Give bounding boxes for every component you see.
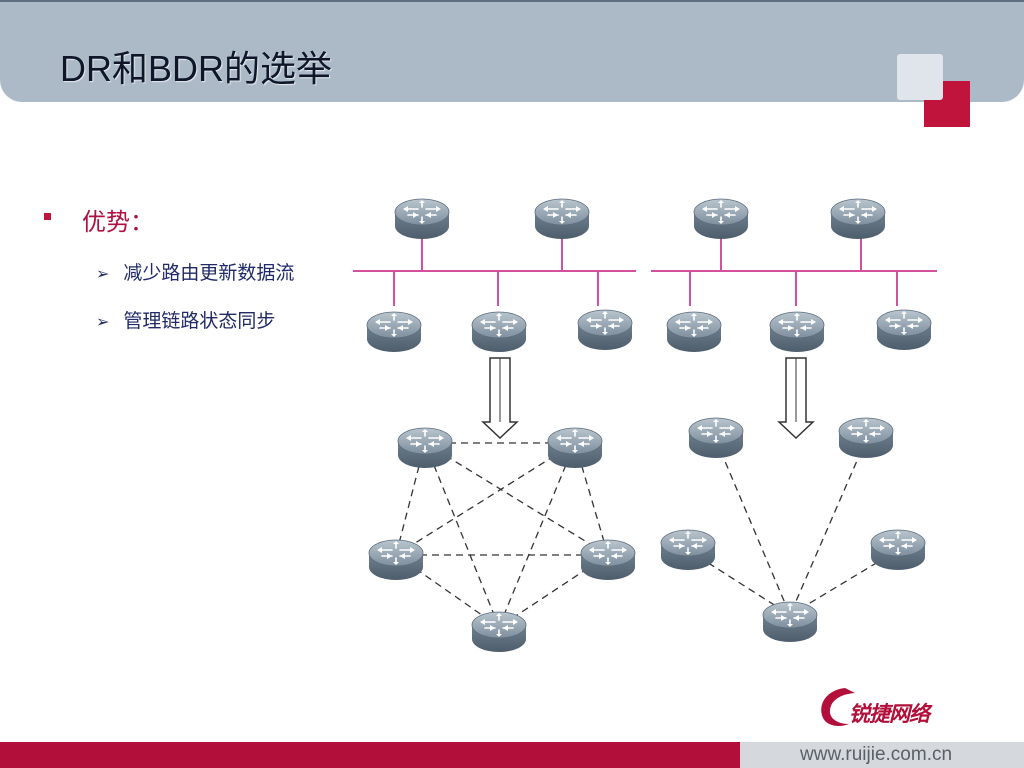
sub-item-2: ➢ 管理链路状态同步 [96, 306, 275, 333]
sub-item-1-text: 减少路由更新数据流 [123, 262, 295, 284]
slide-title: DR和BDR的选举 [60, 48, 333, 89]
router-icon [580, 539, 636, 581]
star-links [687, 439, 899, 616]
router-icon [830, 198, 886, 240]
footer-gray-bar [740, 742, 1024, 768]
right-segment [651, 198, 937, 353]
router-icon [366, 311, 422, 353]
logo-text: 锐捷网络 [849, 702, 930, 726]
router-icon [368, 539, 424, 581]
router-icon [876, 309, 932, 351]
router-icon [838, 417, 894, 459]
sub-item-2-text: 管理链路状态同步 [123, 310, 276, 332]
router-icon [547, 427, 603, 469]
router-icon [870, 529, 926, 571]
router-icon [688, 417, 744, 459]
router-icon [397, 427, 453, 469]
title-bar: DR和BDR的选举 [0, 0, 1024, 102]
router-icon [577, 309, 633, 351]
router-icon [471, 311, 527, 353]
footer-url: www.ruijie.com.cn [800, 744, 953, 765]
router-icon [666, 311, 722, 353]
bullet-square-icon [44, 213, 51, 220]
ruijie-logo-icon [821, 688, 855, 726]
router-icon [394, 198, 450, 240]
full-mesh-links [395, 442, 609, 628]
bullet-title: 优势： [82, 208, 154, 236]
router-icon [693, 198, 749, 240]
footer-red-bar [0, 742, 740, 768]
header-top-line [0, 0, 1024, 2]
left-segment [353, 198, 636, 353]
arrow-bullet-icon: ➢ [96, 312, 110, 331]
router-icon [762, 601, 818, 643]
sub-item-1: ➢ 减少路由更新数据流 [96, 258, 294, 285]
router-icon [471, 611, 527, 653]
router-icon [534, 198, 590, 240]
router-icon [769, 311, 825, 353]
router-icon [660, 529, 716, 571]
decor-gray-square [897, 54, 943, 100]
arrow-bullet-icon: ➢ [96, 264, 110, 283]
